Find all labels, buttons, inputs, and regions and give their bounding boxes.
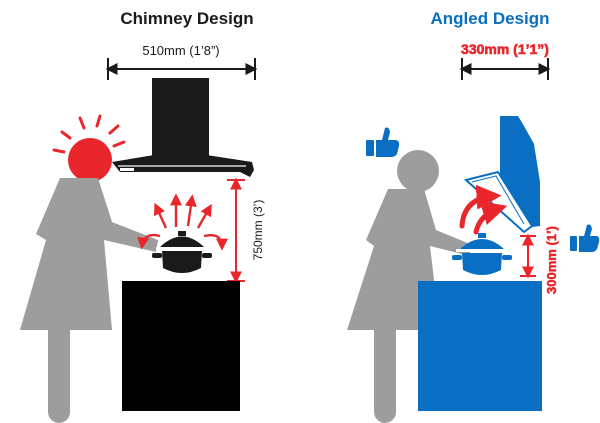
cooking-pot-icon: [452, 233, 512, 275]
chimney-title: Chimney Design: [120, 9, 253, 28]
cooking-pot-icon: [152, 231, 212, 273]
angled-width-dimension: 330mm (1’1”): [459, 41, 551, 80]
thumbs-up-icon: [570, 224, 600, 252]
angled-width-label: 330mm (1’1”): [461, 41, 549, 57]
angled-title: Angled Design: [430, 9, 549, 28]
chimney-width-label: 510mm (1’8”): [142, 43, 219, 58]
curved-arrow-icon: [459, 184, 508, 235]
angled-counter: [418, 281, 542, 411]
angled-hood: [463, 116, 540, 234]
angled-height-label: 300mm (1’): [544, 226, 559, 294]
angled-panel: Angled Design 330mm (1’1”) 300mm (1’): [347, 9, 600, 423]
chimney-height-label: 750mm (3’): [251, 200, 265, 261]
angled-height-dimension: 300mm (1’): [520, 226, 559, 294]
chimney-counter: [122, 281, 240, 411]
head-impact-icon: [68, 138, 112, 182]
chimney-height-dimension: 750mm (3’): [227, 177, 265, 284]
chimney-panel: Chimney Design 510mm (1’8”) 750mm (3’): [20, 9, 265, 423]
chimney-person: [20, 138, 158, 423]
thumbs-up-icon: [366, 127, 400, 157]
chimney-hood: [112, 78, 254, 177]
chimney-width-dimension: 510mm (1’8”): [105, 43, 258, 80]
angled-person: [347, 150, 470, 423]
impact-burst-icon: [52, 114, 126, 154]
steam-arrows-icon: [137, 193, 228, 251]
